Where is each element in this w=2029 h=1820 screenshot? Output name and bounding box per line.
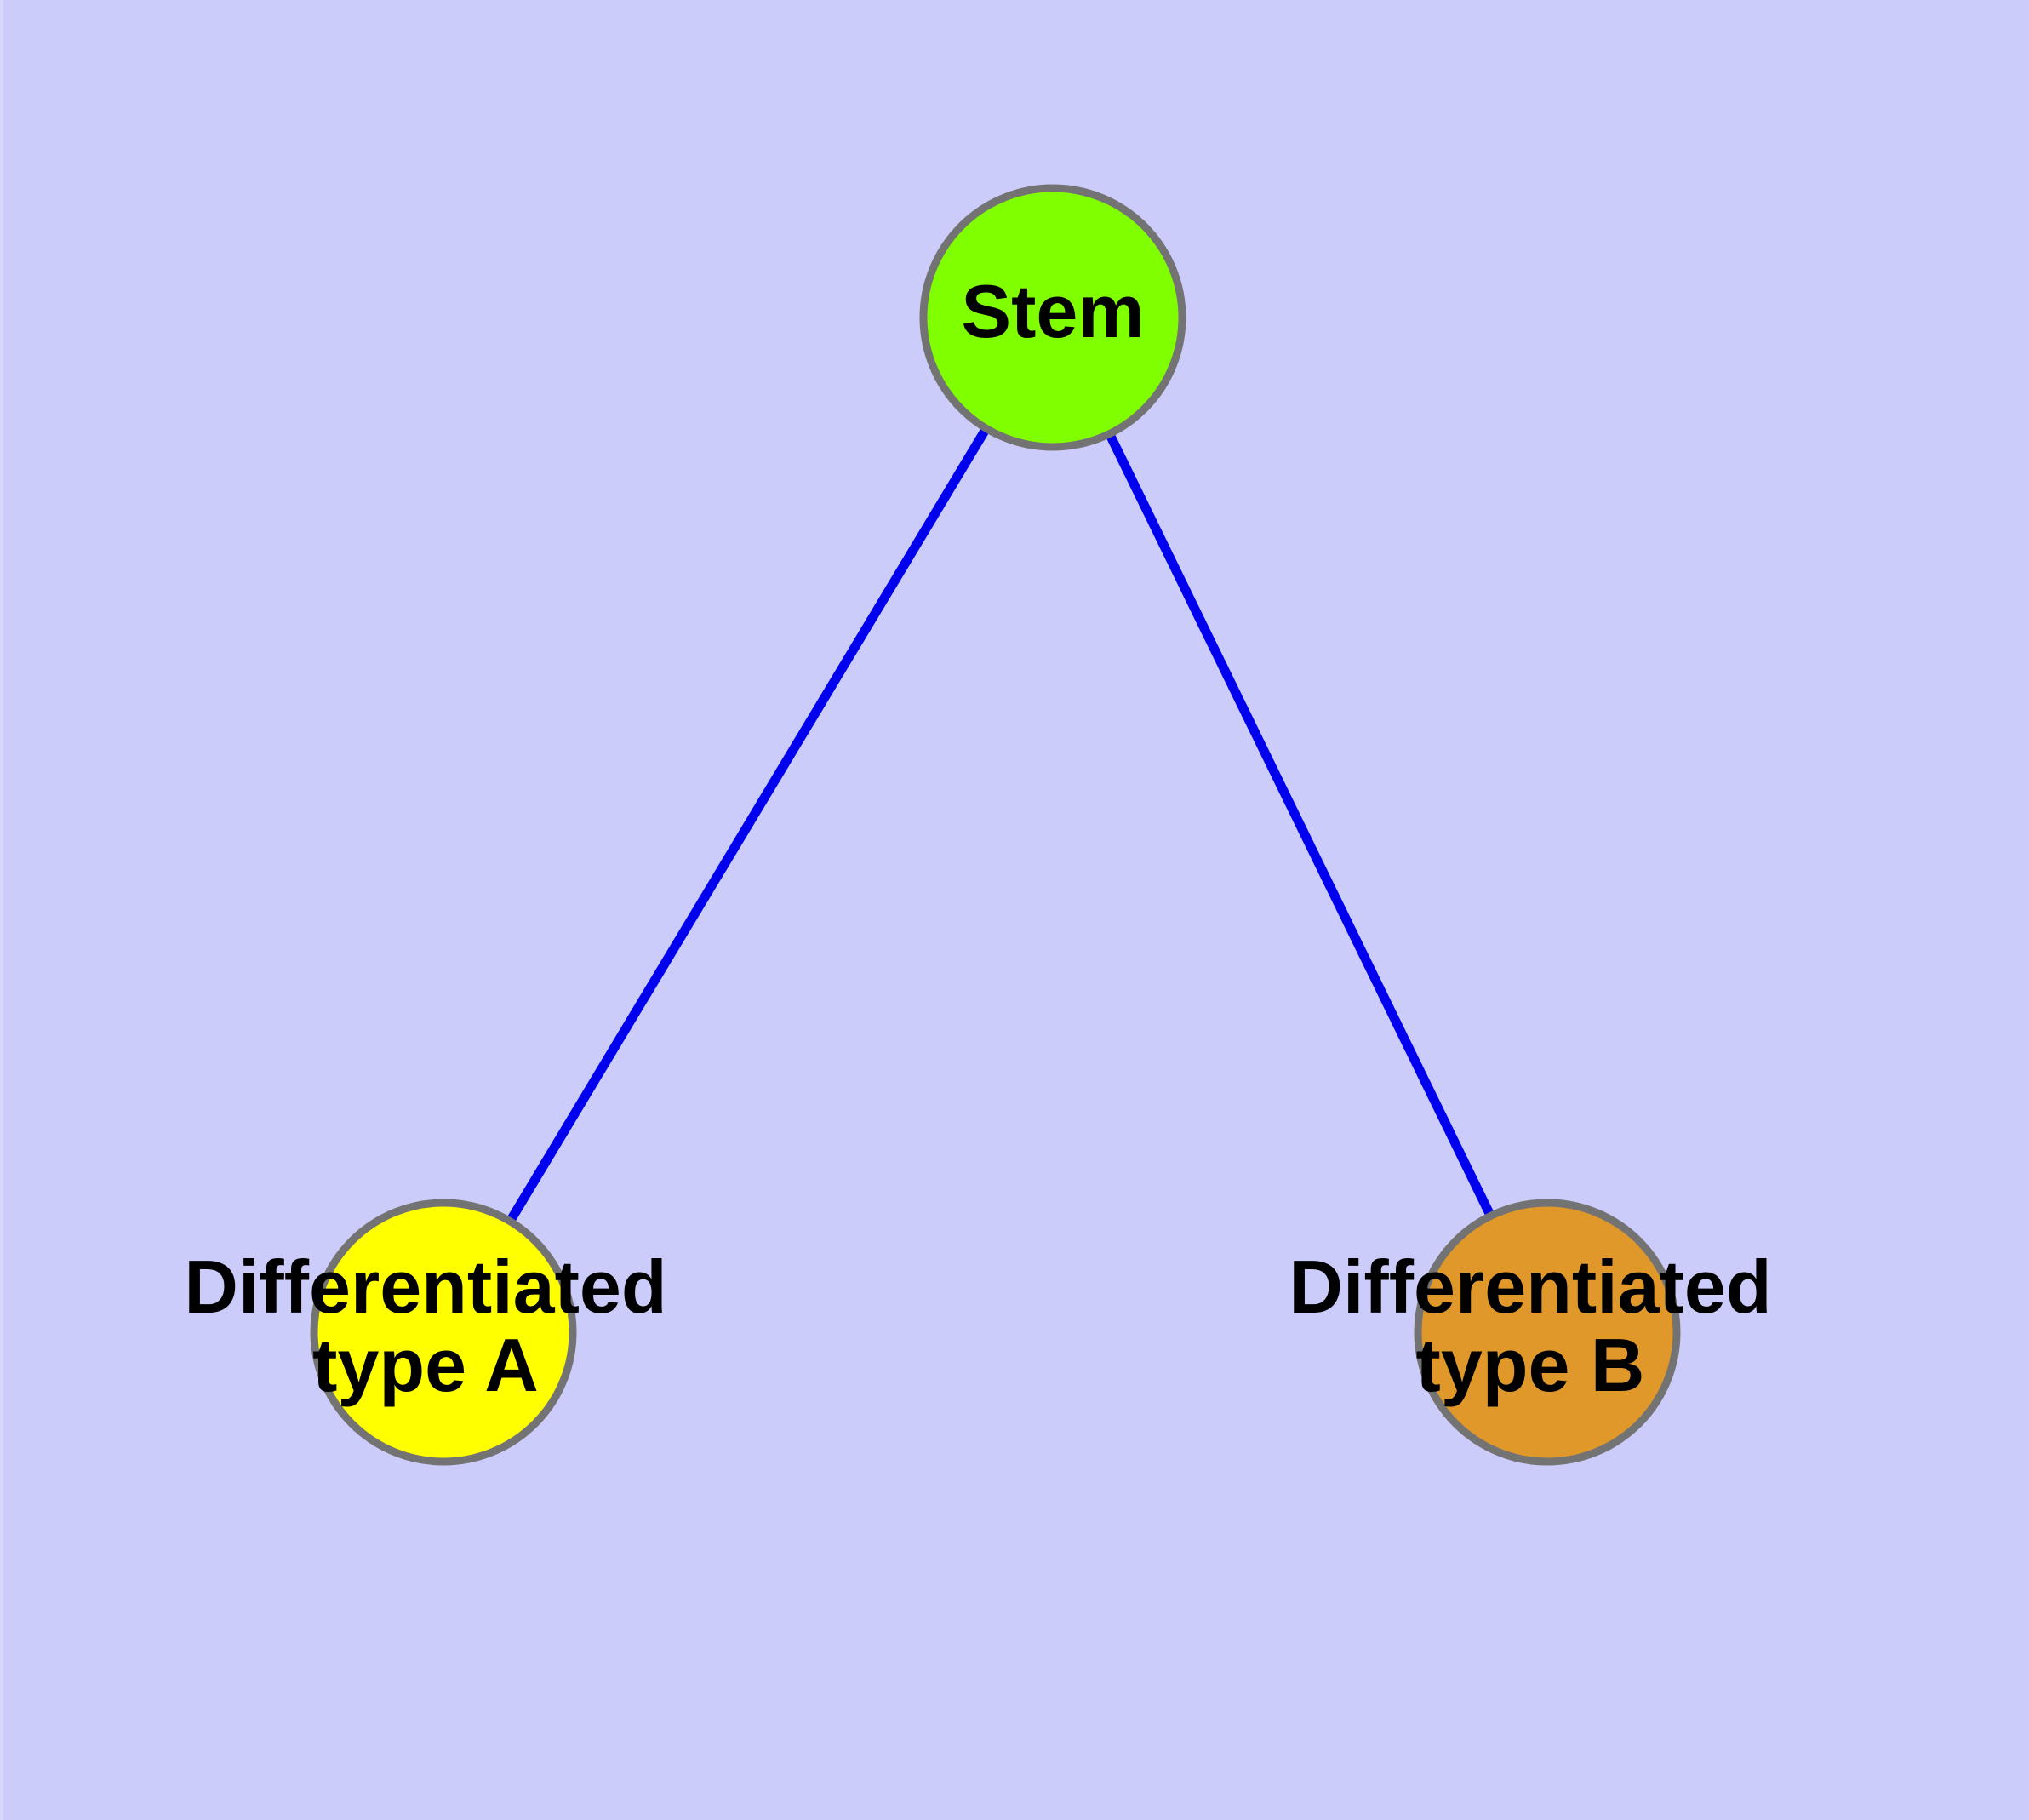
edge-stem-to-differentiated-type-b[interactable]	[1049, 315, 1552, 1335]
node-stem-label: Stem	[961, 269, 1144, 353]
node-label-line: type A	[312, 1323, 539, 1407]
node-differentiated-type-a-circle[interactable]	[310, 1199, 577, 1466]
edge-stem-to-differentiated-type-a[interactable]	[439, 315, 1057, 1335]
node-label-line: Stem	[961, 269, 1144, 353]
edge-layer	[439, 315, 1552, 1335]
node-stem[interactable]: Stem	[919, 184, 1186, 451]
node-label-line: Differentiated	[184, 1245, 666, 1329]
canvas-left-edge-strip	[0, 0, 3, 1820]
node-stem-circle[interactable]	[919, 184, 1186, 451]
node-differentiated-type-b-circle[interactable]	[1414, 1199, 1681, 1466]
node-label-line: Differentiated	[1289, 1245, 1771, 1329]
node-label-line: type B	[1416, 1323, 1645, 1407]
